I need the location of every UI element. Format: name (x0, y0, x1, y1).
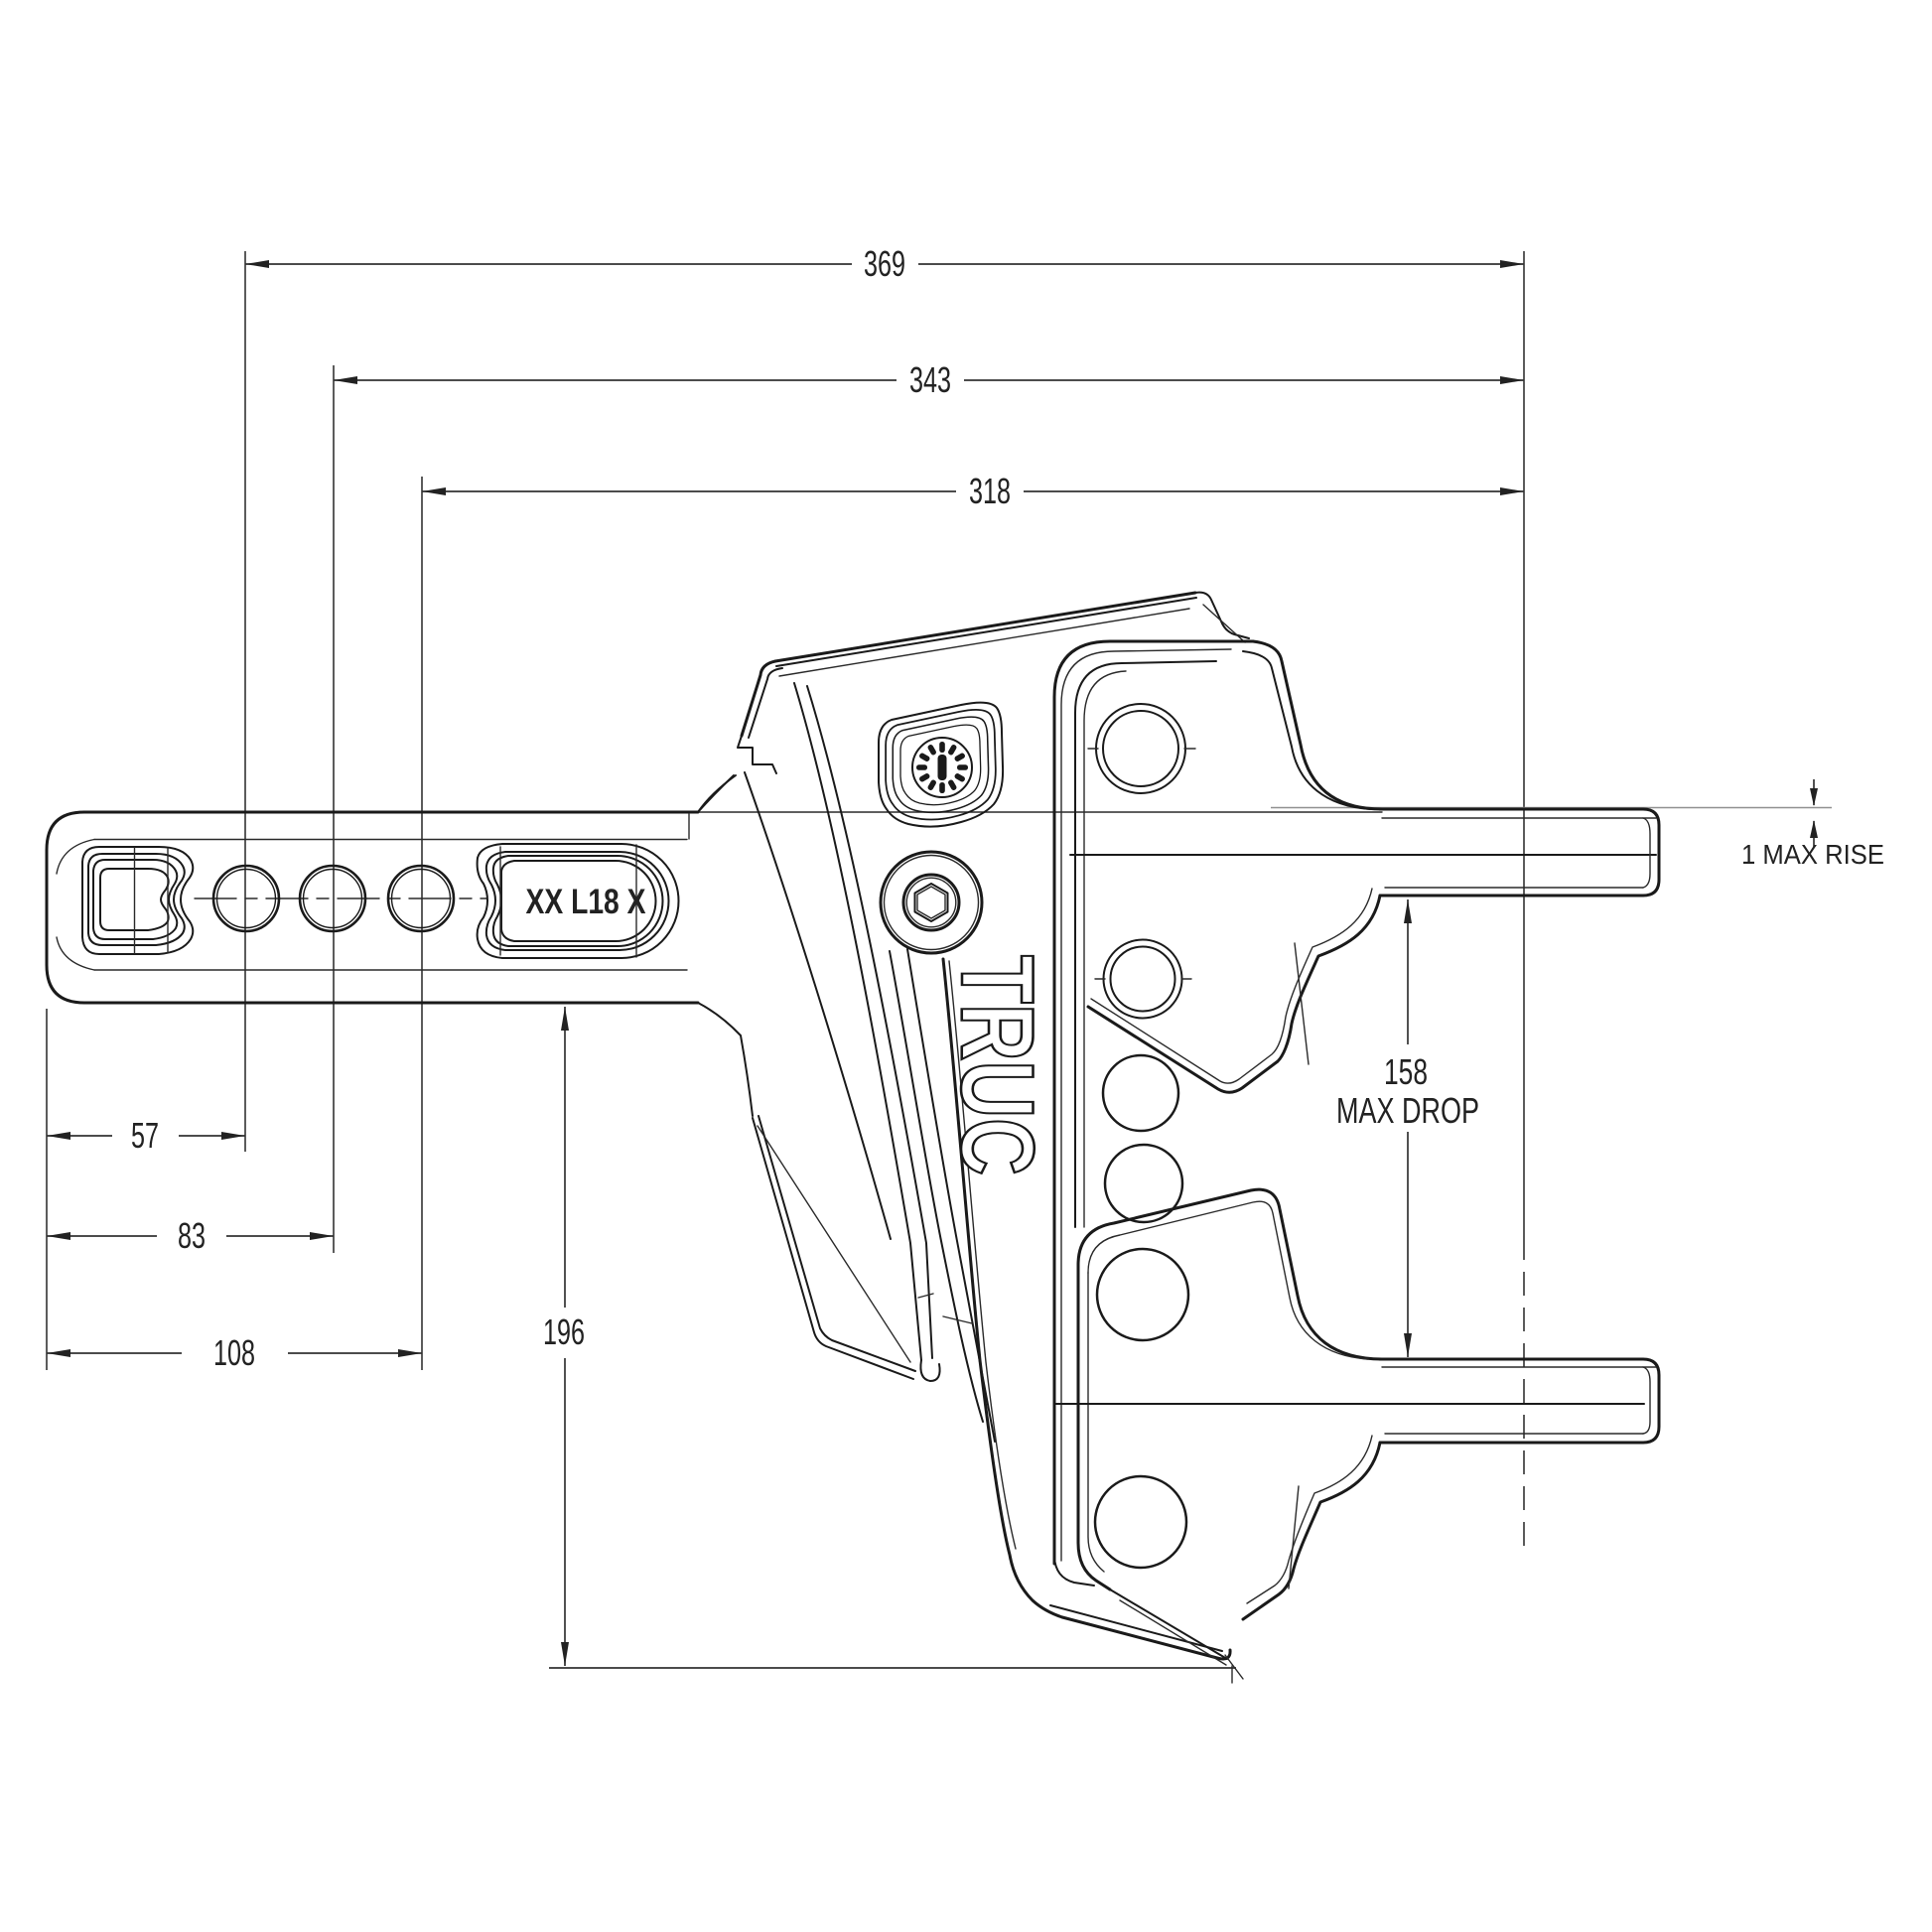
svg-text:369: 369 (864, 243, 905, 284)
svg-text:1 MAX RISE: 1 MAX RISE (1741, 839, 1884, 870)
svg-text:196: 196 (543, 1311, 585, 1352)
svg-text:57: 57 (131, 1115, 159, 1156)
svg-text:343: 343 (909, 359, 951, 400)
svg-text:318: 318 (969, 471, 1011, 511)
svg-text:83: 83 (178, 1215, 206, 1256)
svg-text:108: 108 (213, 1332, 255, 1373)
svg-text:TRUC: TRUC (939, 955, 1054, 1175)
svg-text:158: 158 (1384, 1051, 1428, 1092)
svg-text:MAX DROP: MAX DROP (1336, 1090, 1479, 1131)
svg-text:XX L18 X: XX L18 X (526, 883, 647, 921)
